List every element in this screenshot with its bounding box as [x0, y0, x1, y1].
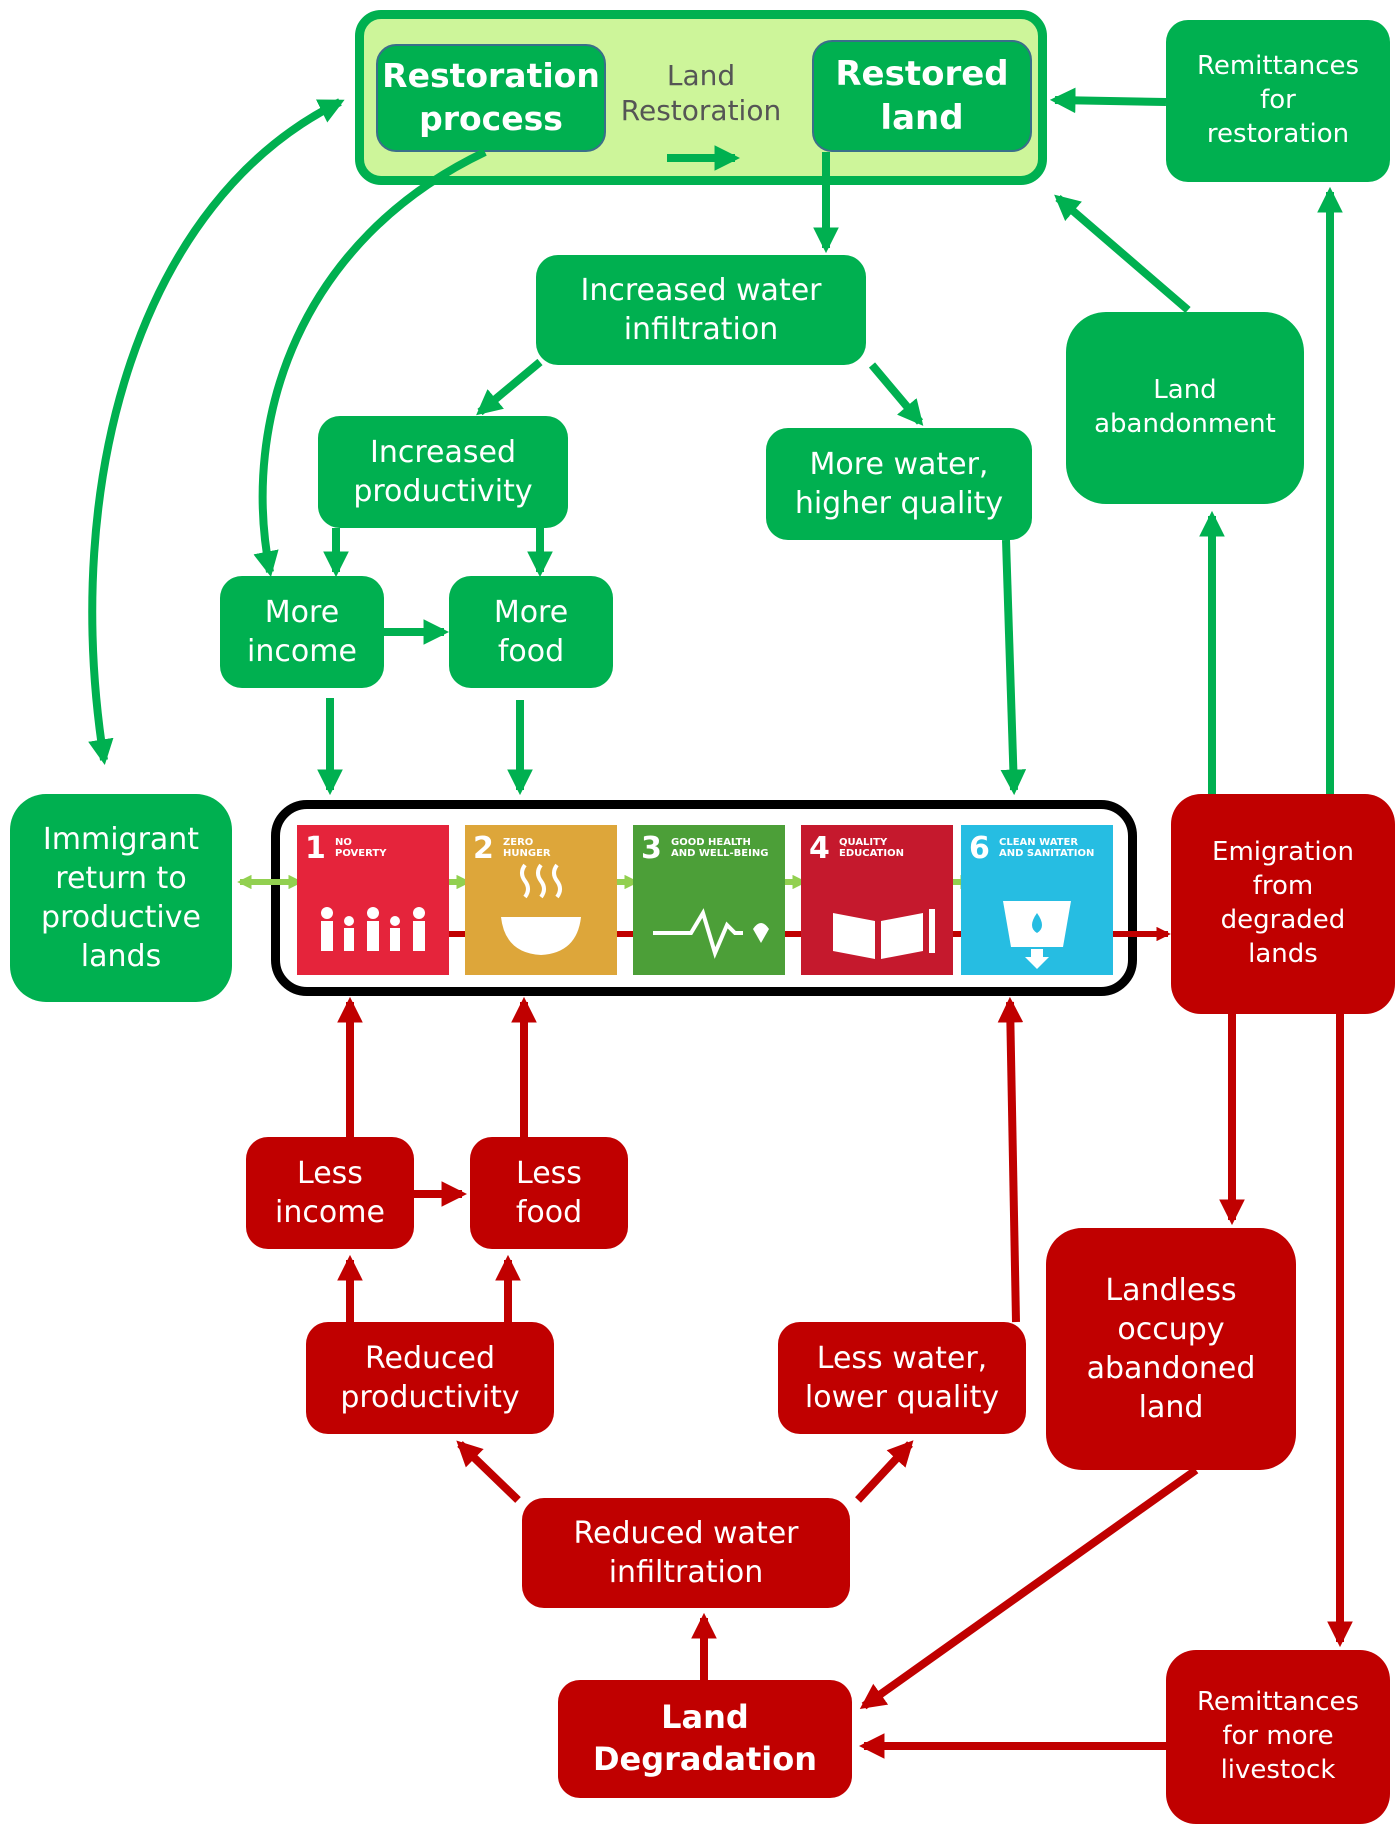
node-landless: Landless occupy abandoned land — [1046, 1228, 1296, 1470]
arrow-frame-to-immigrant — [88, 98, 345, 766]
node-immigrant-return: Immigrant return to productive lands — [10, 794, 232, 1002]
sdg-tile-3: 3 GOOD HEALTH AND WELL-BEING — [633, 825, 785, 975]
book-icon — [833, 909, 935, 959]
node-increased-productivity: Increased productivity — [318, 416, 568, 528]
node-less-food: Less food — [470, 1137, 628, 1249]
arrow-less-water-to-sdg — [997, 996, 1024, 1323]
node-reduced-productivity: Reduced productivity — [306, 1322, 554, 1434]
sdg-tile-6: 6 CLEAN WATER AND SANITATION — [961, 825, 1113, 975]
sdg-title: NO POVERTY — [335, 837, 387, 859]
node-land-degradation: Land Degradation — [558, 1680, 852, 1798]
node-restoration-process: Restoration process — [376, 44, 606, 152]
sdg-number: 4 — [809, 831, 830, 866]
sdg-number: 1 — [305, 831, 326, 866]
node-remittances-restoration: Remittances for restoration — [1166, 20, 1390, 182]
arrow-reduced-infiltration-to-less-water — [855, 1440, 914, 1503]
node-land-abandonment: Land abandonment — [1066, 312, 1304, 504]
arrow-remittances-to-frame — [1049, 87, 1167, 114]
bowl-icon — [501, 863, 581, 955]
node-restored-land: Restored land — [812, 40, 1032, 152]
node-emigration: Emigration from degraded lands — [1171, 794, 1395, 1014]
node-less-water: Less water, lower quality — [778, 1322, 1026, 1434]
sdg-number: 3 — [641, 831, 662, 866]
arrow-infiltration-to-productivity — [476, 358, 543, 416]
node-less-income: Less income — [246, 1137, 414, 1249]
node-increased-water-infiltration: Increased water infiltration — [536, 255, 866, 365]
node-reduced-water-infiltration: Reduced water infiltration — [522, 1498, 850, 1608]
sdg-tile-1: 1 NO POVERTY — [297, 825, 449, 975]
arrow-abandonment-to-frame — [1054, 194, 1191, 314]
sdg-tile-4: 4 QUALITY EDUCATION — [801, 825, 953, 975]
sdg-number: 6 — [969, 831, 990, 866]
water-glass-icon — [1003, 901, 1071, 969]
sdg-title: CLEAN WATER AND SANITATION — [999, 837, 1095, 859]
node-more-food: More food — [449, 576, 613, 688]
arrow-process-to-more-income — [253, 148, 487, 578]
sdg-tile-2: 2 ZERO HUNGER — [465, 825, 617, 975]
arrow-more-water-to-sdg — [1000, 539, 1027, 796]
family-icon — [321, 907, 425, 951]
node-more-water: More water, higher quality — [766, 428, 1032, 540]
sdg-title: ZERO HUNGER — [503, 837, 551, 859]
land-restoration-label: Land Restoration — [620, 59, 782, 127]
arrow-landless-to-degradation — [859, 1466, 1199, 1710]
node-remittances-livestock: Remittances for more livestock — [1166, 1650, 1390, 1824]
sdg-number: 2 — [473, 831, 494, 866]
arrow-infiltration-to-more-water — [868, 362, 924, 426]
sdg-title: GOOD HEALTH AND WELL-BEING — [671, 837, 769, 859]
arrow-reduced-infiltration-to-reduced-productivity — [456, 1440, 521, 1503]
heartbeat-icon — [653, 908, 769, 959]
sdg-title: QUALITY EDUCATION — [839, 837, 904, 859]
